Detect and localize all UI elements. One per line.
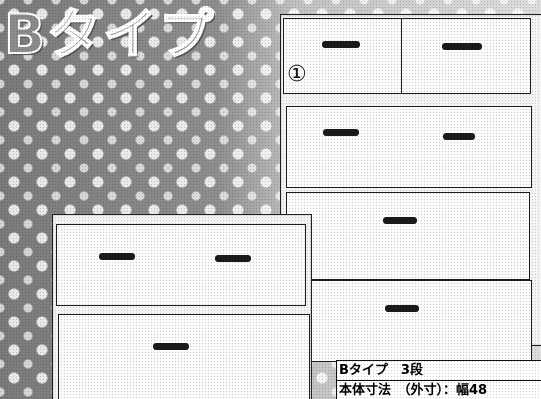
drawer-handle-icon (153, 343, 189, 350)
back-drawer-bottom (308, 280, 532, 362)
drawer-handle-icon (442, 43, 482, 50)
drawer-handle-icon (443, 133, 475, 140)
item-number: ① (287, 62, 307, 87)
front-drawer-bottom (58, 314, 310, 399)
spec-type: Bタイプ 3段 (339, 363, 423, 378)
back-drawer-lower (286, 192, 530, 280)
drawer-handle-icon (215, 255, 251, 262)
drawer-handle-icon (323, 129, 359, 136)
front-drawer-top (56, 224, 306, 306)
back-drawer-top-left (283, 18, 403, 94)
drawer-handle-icon (383, 217, 417, 224)
drawer-handle-icon (385, 305, 419, 312)
spec-table: Bタイプ 3段 本体寸法 （外寸）：幅48 (336, 360, 541, 399)
page-title: Bタイプ (3, 3, 216, 66)
back-drawer-middle (286, 106, 532, 188)
drawer-handle-icon (99, 253, 135, 260)
drawer-handle-icon (322, 41, 360, 48)
back-drawer-top-right (401, 18, 531, 94)
spec-dimensions: 本体寸法 （外寸）：幅48 (337, 380, 541, 399)
